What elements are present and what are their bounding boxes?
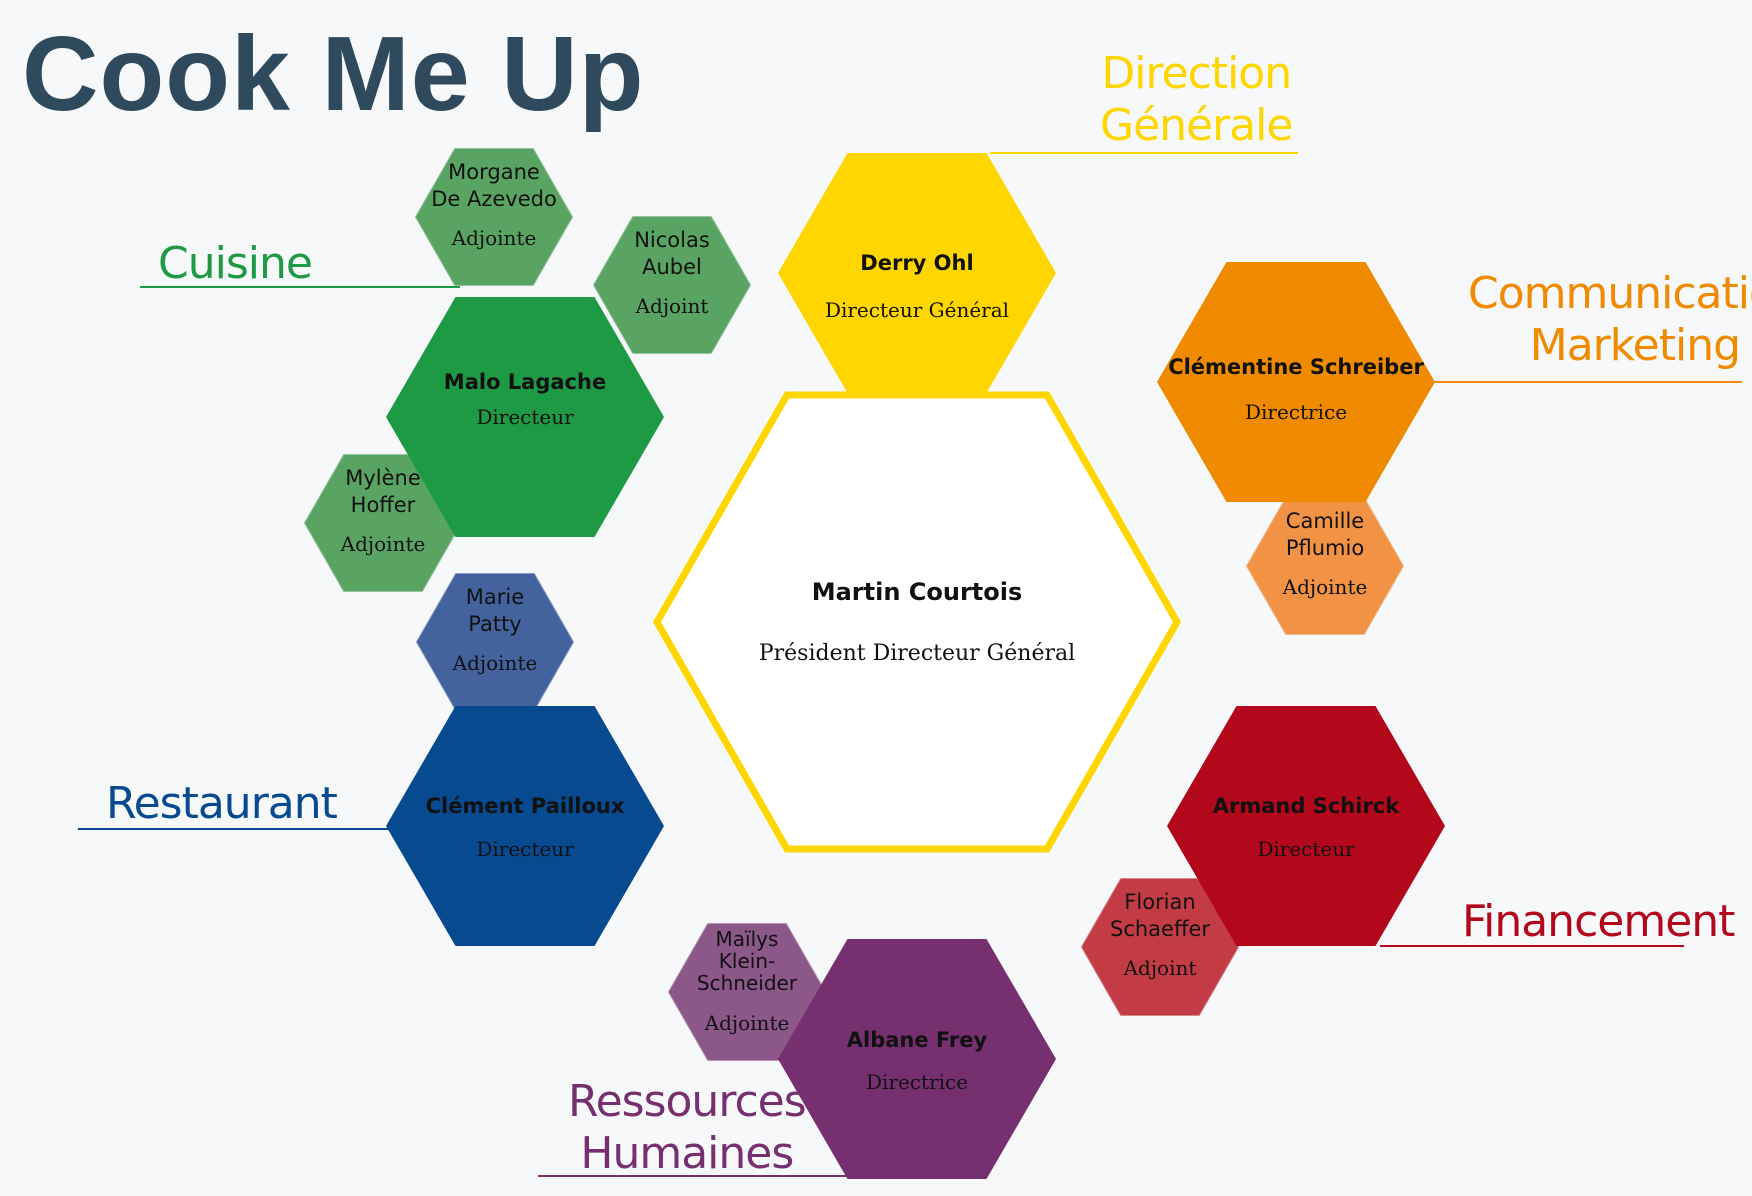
assistant-role: Adjointe (451, 226, 537, 250)
assistant-name-line: Patty (468, 612, 521, 636)
assistant-role: Adjoint (1123, 956, 1197, 980)
dept-label-communication-line2: Marketing (1529, 320, 1741, 371)
assistant-hexagon (1080, 878, 1240, 1016)
dept-label-rh-line1: Ressources (568, 1076, 807, 1127)
dept-label-finance-line1: Financement (1462, 896, 1735, 947)
dept-label-communication-line1: Communication (1468, 268, 1752, 319)
assistant-role: Adjointe (340, 532, 426, 556)
assistant-role: Adjointe (704, 1011, 790, 1035)
president-name: Martin Courtois (812, 578, 1023, 606)
assistant-name-line: Mylène (345, 466, 421, 490)
dept-label-cuisine: Cuisine (158, 238, 313, 290)
assistant-hexagon (414, 148, 574, 286)
assistant-name-line: Pflumio (1286, 536, 1364, 560)
director-name: Clément Pailloux (426, 794, 625, 818)
director-role: Directeur (476, 405, 574, 429)
assistant-name-line: Camille (1286, 509, 1364, 533)
assistant-name-line: Maïlys (716, 927, 779, 951)
dept-label-cuisine-line1: Cuisine (158, 238, 313, 289)
dept-label-rh: Ressources Humaines (568, 1076, 807, 1180)
dept-label-finance: Financement (1462, 896, 1735, 948)
director-name: Malo Lagache (444, 370, 606, 394)
president-hexagon (652, 391, 1182, 853)
assistant-name-line: De Azevedo (431, 187, 557, 211)
assistant-role: Adjoint (635, 294, 709, 318)
director-hexagon (1167, 706, 1445, 946)
director-hexagon (778, 939, 1056, 1179)
assistant-name-line: Schneider (697, 971, 798, 995)
page-title: Cook Me Up (22, 15, 645, 133)
assistant-hexagon (592, 216, 752, 354)
assistant-name-line: Marie (466, 585, 524, 609)
director-role: Directeur Général (825, 298, 1009, 322)
assistant-name-line: Florian (1124, 890, 1195, 914)
assistant-name-line: Nicolas (634, 228, 710, 252)
dept-label-restaurant-line1: Restaurant (106, 778, 338, 829)
president-role: Président Directeur Général (759, 641, 1075, 666)
assistant-role: Adjointe (1282, 575, 1368, 599)
assistant-name-line: Hoffer (351, 493, 416, 517)
director-hexagon (386, 297, 664, 537)
director-role: Directrice (866, 1070, 968, 1094)
director-name: Derry Ohl (860, 251, 973, 275)
assistant-name-line: Klein- (719, 949, 775, 973)
assistant-name-line: Morgane (448, 160, 540, 184)
dept-label-restaurant: Restaurant (106, 778, 338, 830)
dept-label-communication: Communication Marketing (1468, 268, 1752, 372)
assistant-name-line: Schaeffer (1110, 917, 1210, 941)
dept-label-direction-line1: Direction (1101, 48, 1292, 99)
director-name: Clémentine Schreiber (1168, 355, 1424, 379)
dept-label-direction: Direction Générale (1100, 48, 1293, 152)
director-role: Directeur (476, 837, 574, 861)
dept-label-rh-line2: Humaines (580, 1128, 794, 1179)
director-name: Armand Schirck (1213, 794, 1400, 818)
director-name: Albane Frey (847, 1028, 988, 1052)
dept-label-direction-line2: Générale (1100, 100, 1293, 151)
director-role: Directeur (1257, 837, 1355, 861)
director-hexagon (1157, 262, 1435, 502)
director-role: Directrice (1245, 400, 1347, 424)
director-hexagon (386, 706, 664, 946)
assistant-name-line: Aubel (642, 255, 702, 279)
director-hexagon (778, 153, 1056, 393)
assistant-role: Adjointe (452, 651, 538, 675)
